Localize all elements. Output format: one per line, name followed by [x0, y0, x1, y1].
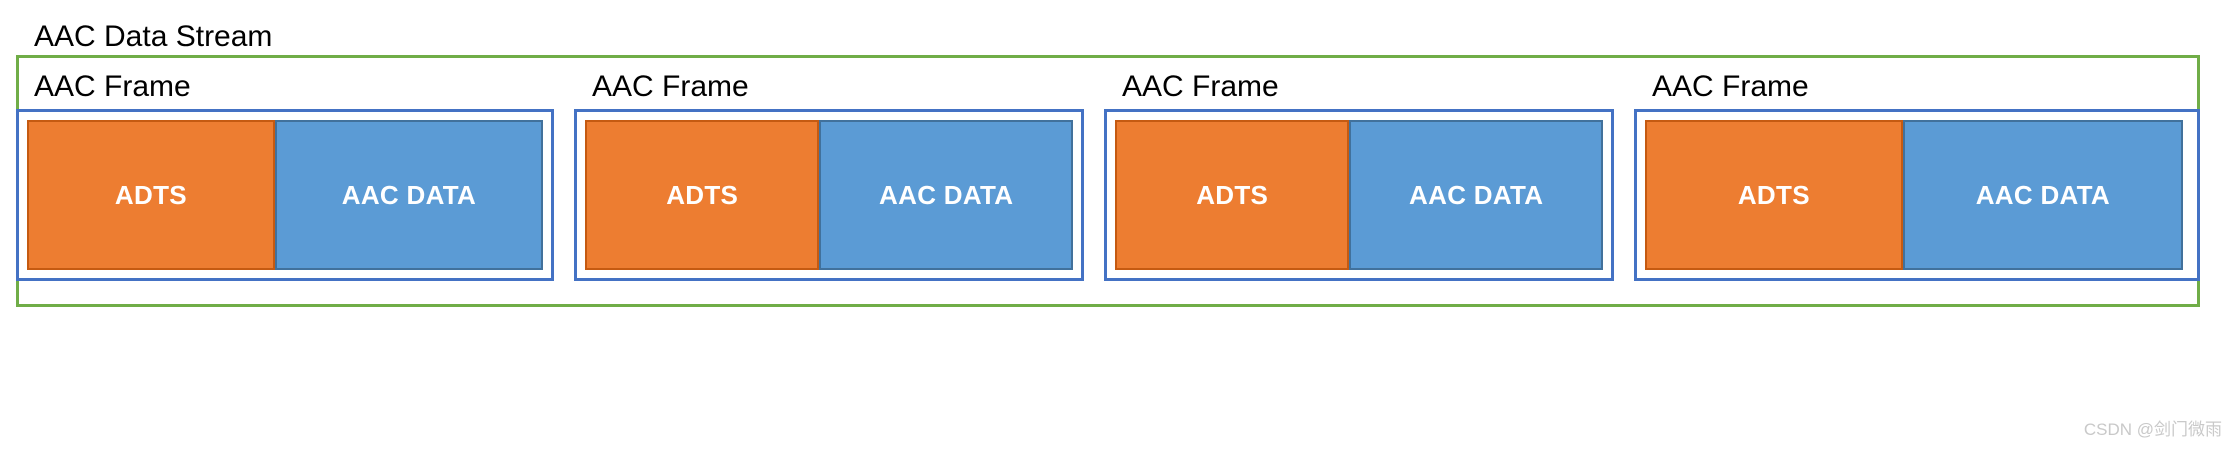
adts-block: ADTS [27, 120, 275, 270]
aac-data-block: AAC DATA [1902, 120, 2183, 270]
aac-data-block: AAC DATA [819, 120, 1073, 270]
aac-frame-label: AAC Frame [34, 70, 191, 103]
watermark: CSDN @剑门微雨 [2083, 420, 2222, 439]
adts-block: ADTS [1115, 120, 1350, 270]
aac-data-block: AAC DATA [274, 120, 543, 270]
aac-frame-label: AAC Frame [592, 70, 749, 103]
aac-data-block: AAC DATA [1349, 120, 1603, 270]
stream-title: AAC Data Stream [34, 20, 273, 53]
aac-frame-label: AAC Frame [1652, 70, 1809, 103]
adts-block: ADTS [1645, 120, 1903, 270]
aac-frame-label: AAC Frame [1122, 70, 1279, 103]
adts-block: ADTS [585, 120, 820, 270]
